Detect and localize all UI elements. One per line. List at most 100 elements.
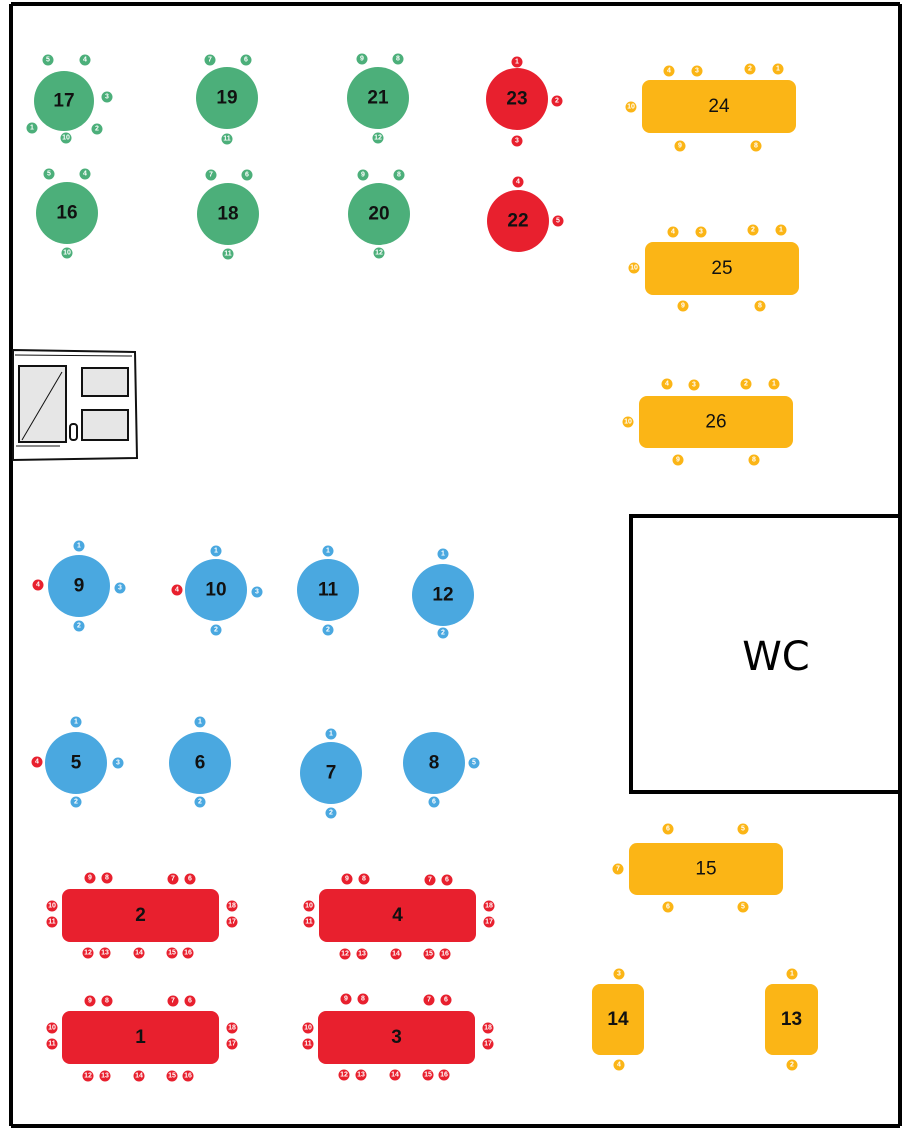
seat[interactable]: 5 (737, 901, 749, 913)
seat[interactable]: 1 (772, 63, 784, 75)
seat-marker[interactable] (251, 586, 263, 598)
seat-marker[interactable] (551, 95, 563, 107)
seat-marker[interactable] (373, 247, 385, 259)
seat[interactable]: 11 (221, 133, 233, 145)
seat-marker[interactable] (114, 582, 126, 594)
seat-marker[interactable] (325, 807, 337, 819)
seat-marker[interactable] (46, 900, 58, 912)
seat-marker[interactable] (786, 968, 798, 980)
seat[interactable]: 13 (355, 1069, 367, 1081)
seat[interactable]: 8 (392, 53, 404, 65)
table-6[interactable]: 612 (169, 716, 231, 808)
seat-marker[interactable] (222, 248, 234, 260)
seat[interactable]: 18 (226, 900, 238, 912)
seat-marker[interactable] (99, 1070, 111, 1082)
seat[interactable]: 6 (428, 796, 440, 808)
seat[interactable]: 13 (99, 947, 111, 959)
seat-marker[interactable] (511, 56, 523, 68)
seat-marker[interactable] (677, 300, 689, 312)
round-table-22[interactable] (487, 190, 549, 252)
seat-marker[interactable] (101, 995, 113, 1007)
seat[interactable]: 17 (226, 1038, 238, 1050)
seat[interactable]: 2 (325, 807, 337, 819)
seat[interactable]: 10 (303, 900, 315, 912)
seat-marker[interactable] (182, 1070, 194, 1082)
seat[interactable]: 18 (482, 1022, 494, 1034)
seat[interactable]: 8 (748, 454, 760, 466)
seat-marker[interactable] (99, 947, 111, 959)
seat-marker[interactable] (325, 728, 337, 740)
seat[interactable]: 12 (82, 1070, 94, 1082)
seat[interactable]: 9 (341, 873, 353, 885)
seat-marker[interactable] (84, 872, 96, 884)
seat-marker[interactable] (358, 873, 370, 885)
seat-marker[interactable] (482, 1038, 494, 1050)
seat[interactable]: 3 (101, 91, 113, 103)
seat-marker[interactable] (339, 948, 351, 960)
seat[interactable]: 1 (786, 968, 798, 980)
seat[interactable]: 3 (251, 586, 263, 598)
seat-marker[interactable] (26, 122, 38, 134)
table-7[interactable]: 712 (300, 728, 362, 819)
seat-marker[interactable] (625, 101, 637, 113)
round-table-9[interactable] (48, 555, 110, 617)
seat-marker[interactable] (392, 53, 404, 65)
round-table-18[interactable] (197, 183, 259, 245)
seat[interactable]: 18 (483, 900, 495, 912)
seat[interactable]: 16 (182, 1070, 194, 1082)
seat[interactable]: 2 (194, 796, 206, 808)
round-table-10[interactable] (185, 559, 247, 621)
seat[interactable]: 10 (60, 132, 72, 144)
seat-marker[interactable] (204, 54, 216, 66)
round-table-20[interactable] (348, 183, 410, 245)
seat[interactable]: 6 (440, 994, 452, 1006)
seat[interactable]: 9 (84, 872, 96, 884)
seat-marker[interactable] (42, 54, 54, 66)
seat-marker[interactable] (84, 995, 96, 1007)
seat-marker[interactable] (439, 948, 451, 960)
seat-marker[interactable] (423, 994, 435, 1006)
seat[interactable]: 5 (42, 54, 54, 66)
seat-marker[interactable] (43, 168, 55, 180)
seat-marker[interactable] (70, 716, 82, 728)
seat-marker[interactable] (194, 796, 206, 808)
seat-marker[interactable] (82, 1070, 94, 1082)
seat-marker[interactable] (428, 796, 440, 808)
seat-marker[interactable] (303, 900, 315, 912)
seat[interactable]: 10 (625, 101, 637, 113)
seat[interactable]: 8 (357, 993, 369, 1005)
seat-marker[interactable] (133, 1070, 145, 1082)
seat-marker[interactable] (171, 584, 183, 596)
seat[interactable]: 12 (339, 948, 351, 960)
seat[interactable]: 3 (695, 226, 707, 238)
seat-marker[interactable] (356, 53, 368, 65)
seat-marker[interactable] (423, 948, 435, 960)
seat-marker[interactable] (101, 872, 113, 884)
seat-marker[interactable] (747, 224, 759, 236)
seat-marker[interactable] (663, 65, 675, 77)
seat-marker[interactable] (184, 995, 196, 1007)
seat-marker[interactable] (205, 169, 217, 181)
seat-marker[interactable] (437, 548, 449, 560)
seat[interactable]: 9 (357, 169, 369, 181)
seat[interactable]: 6 (441, 874, 453, 886)
seat-marker[interactable] (210, 545, 222, 557)
seat-marker[interactable] (468, 757, 480, 769)
seat-marker[interactable] (628, 262, 640, 274)
seat-marker[interactable] (750, 140, 762, 152)
seat-marker[interactable] (226, 1038, 238, 1050)
seat[interactable]: 16 (182, 947, 194, 959)
seat[interactable]: 1 (775, 224, 787, 236)
seat-marker[interactable] (73, 620, 85, 632)
seat[interactable]: 7 (423, 994, 435, 1006)
